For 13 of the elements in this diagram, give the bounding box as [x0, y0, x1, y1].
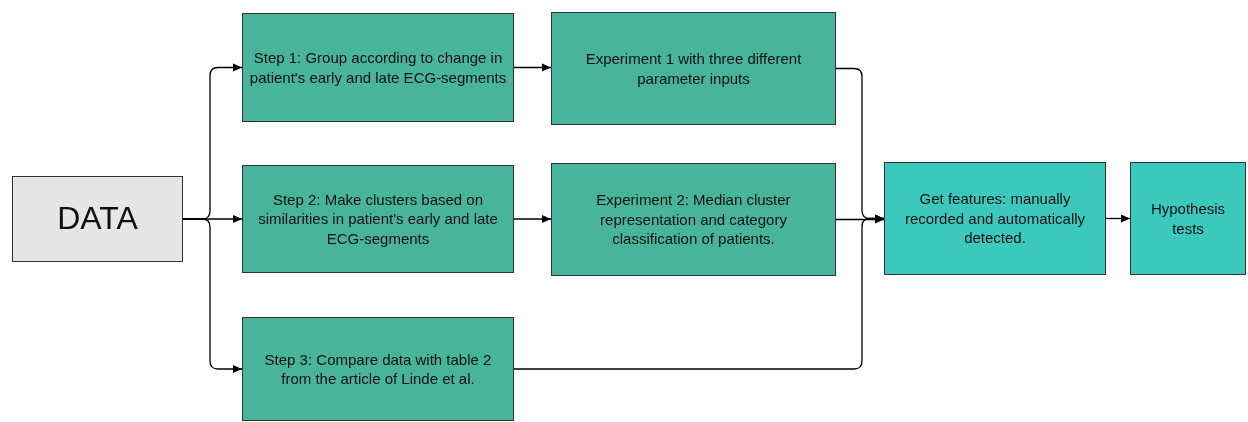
arrow: [513, 214, 885, 370]
process-box: Experiment 1 with three different parameter inputs: [551, 12, 836, 125]
data-box: DATA: [12, 176, 183, 262]
process-box: Step 2: Make clusters based on similarities in patient's early and late ECG-segments: [242, 165, 514, 273]
arrow: [513, 214, 552, 224]
process-box: Step 3: Compare data with table 2 from the article of Linde et al.: [242, 317, 514, 421]
process-box: Hypothesis tests: [1130, 162, 1246, 275]
process-box: Experiment 2: Median cluster representation and category classification of patients.: [551, 163, 836, 276]
process-box: Get features: manually recorded and automatically detected.: [884, 162, 1106, 275]
arrow: [182, 218, 243, 374]
process-box: Step 1: Group according to change in patient's early and late ECG-segments: [242, 13, 514, 122]
arrow: [513, 63, 552, 72]
arrow: [1105, 214, 1131, 223]
